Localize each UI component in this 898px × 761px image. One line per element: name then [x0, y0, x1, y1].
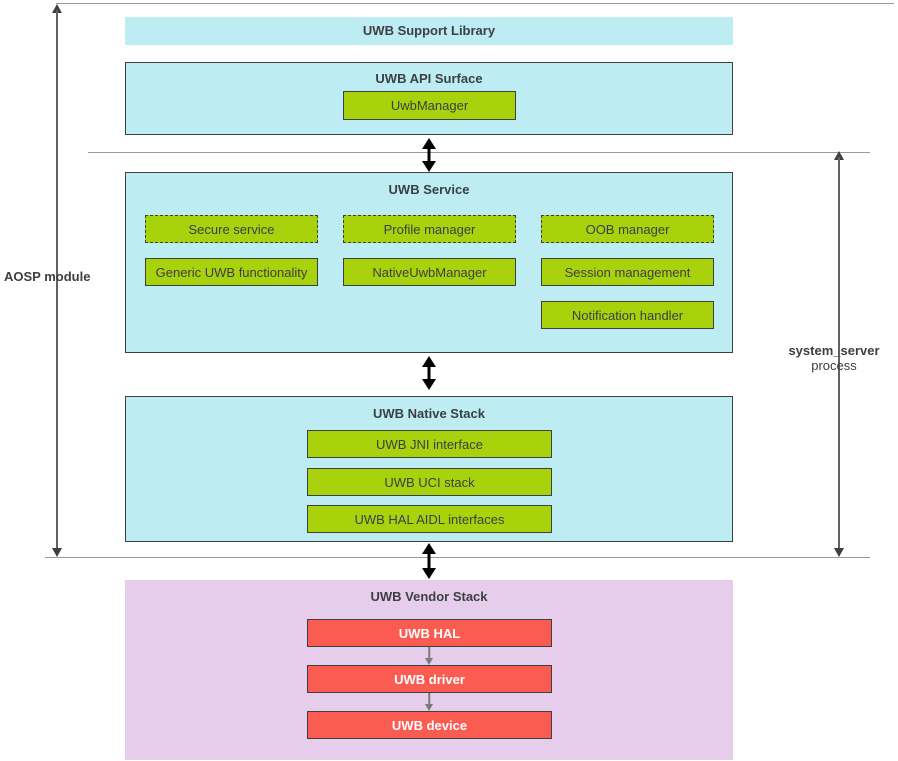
arrow-api-to-service-shaft — [427, 144, 431, 166]
arrow-api-to-service-head-down — [422, 161, 436, 172]
arrow-native-to-vendor-head-down — [422, 568, 436, 579]
chip-uwb-driver[interactable]: UWB driver — [307, 665, 552, 693]
chip-uwbmanager[interactable]: UwbManager — [343, 91, 516, 120]
arrow-driver-to-device — [421, 693, 437, 711]
arrow-service-to-native-head-down — [422, 379, 436, 390]
aosp-bracket-arrow-bottom — [52, 548, 62, 557]
system-server-label-line1: system_server — [788, 343, 880, 358]
top-boundary-rule — [56, 3, 894, 4]
arrow-native-to-vendor — [419, 543, 439, 579]
arrow-api-to-service — [419, 138, 439, 172]
group-title-support-library: UWB Support Library — [362, 23, 496, 38]
api-service-boundary-rule — [88, 152, 870, 153]
aosp-bracket-line — [56, 10, 58, 550]
chip-uwb-uci-stack[interactable]: UWB UCI stack — [307, 468, 552, 496]
arrow-hal-to-driver-head — [425, 658, 433, 665]
chip-uwb-hal-aidl-interfaces[interactable]: UWB HAL AIDL interfaces — [307, 505, 552, 533]
system-server-label-line2: process — [811, 358, 857, 373]
group-title-vendor-stack: UWB Vendor Stack — [370, 589, 488, 604]
arrow-service-to-native-head-up — [422, 356, 436, 367]
system-server-bracket-arrow-top — [834, 151, 844, 160]
chip-generic-uwb-functionality[interactable]: Generic UWB functionality — [145, 258, 318, 286]
chip-notification-handler[interactable]: Notification handler — [541, 301, 714, 329]
arrow-service-to-native-shaft — [427, 362, 431, 384]
aosp-module-label-text: AOSP module — [4, 269, 91, 284]
group-title-api-surface: UWB API Surface — [375, 71, 483, 86]
chip-uwb-device[interactable]: UWB device — [307, 711, 552, 739]
chip-secure-service[interactable]: Secure service — [145, 215, 318, 243]
arrow-service-to-native — [419, 356, 439, 390]
arrow-hal-to-driver — [421, 647, 437, 665]
group-title-native-stack: UWB Native Stack — [373, 406, 485, 421]
aosp-bracket-arrow-top — [52, 4, 62, 13]
chip-session-management[interactable]: Session management — [541, 258, 714, 286]
group-uwb-support-library: UWB Support Library — [125, 17, 733, 45]
chip-uwb-jni-interface[interactable]: UWB JNI interface — [307, 430, 552, 458]
arrow-driver-to-device-head — [425, 704, 433, 711]
arrow-native-to-vendor-head-up — [422, 543, 436, 554]
system-server-bracket-line — [838, 157, 840, 550]
bottom-boundary-rule — [45, 557, 870, 558]
group-uwb-api-surface: UWB API Surface — [125, 62, 733, 135]
system-server-label: system_server process — [772, 343, 896, 373]
arrow-driver-to-device-shaft — [428, 693, 430, 705]
aosp-module-label: AOSP module — [4, 269, 108, 284]
system-server-bracket-arrow-bottom — [834, 548, 844, 557]
chip-uwb-hal[interactable]: UWB HAL — [307, 619, 552, 647]
arrow-native-to-vendor-shaft — [427, 549, 431, 573]
chip-profile-manager[interactable]: Profile manager — [343, 215, 516, 243]
chip-oob-manager[interactable]: OOB manager — [541, 215, 714, 243]
group-title-uwb-service: UWB Service — [388, 182, 470, 197]
arrow-hal-to-driver-shaft — [428, 647, 430, 659]
arrow-api-to-service-head-up — [422, 138, 436, 149]
chip-nativeuwbmanager[interactable]: NativeUwbManager — [343, 258, 516, 286]
